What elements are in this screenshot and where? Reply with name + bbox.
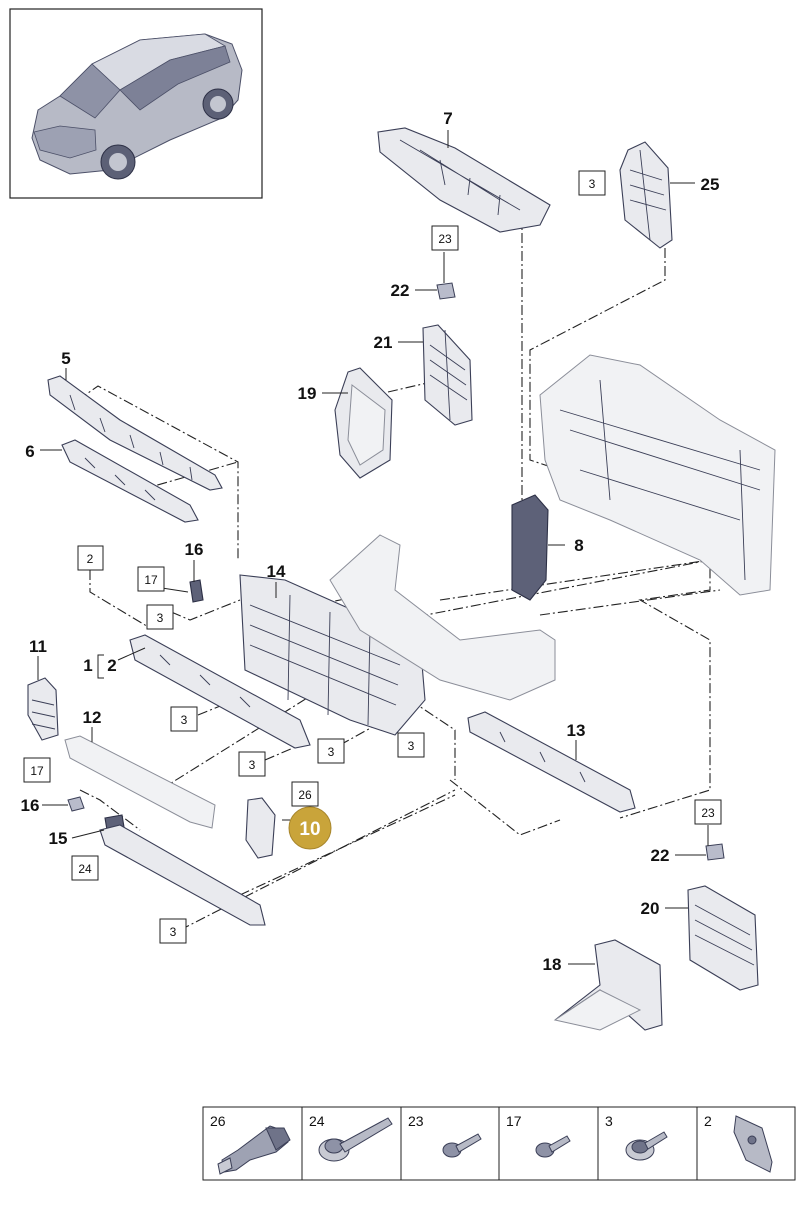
callout-6: 6 (25, 442, 34, 461)
callout-18: 18 (543, 955, 562, 974)
callout-21: 21 (374, 333, 393, 352)
sensor-part (436, 282, 456, 300)
callout-22-top: 22 (391, 281, 410, 300)
boxed-callout-24: 24 (71, 855, 99, 881)
svg-text:3: 3 (157, 611, 164, 625)
svg-text:23: 23 (701, 806, 715, 820)
callout-20: 20 (641, 899, 660, 918)
assembly-lines (77, 215, 721, 931)
air-duct-part (422, 324, 473, 426)
fastener-legend: 26 24 23 17 3 2 (202, 1106, 796, 1181)
svg-text:23: 23 (438, 232, 452, 246)
callout-14: 14 (267, 562, 286, 581)
legend-label-24: 24 (309, 1113, 325, 1129)
callout-1: 1 (83, 656, 92, 675)
leader-lines (37, 130, 709, 965)
callout-8: 8 (574, 536, 583, 555)
callout-10: 10 (299, 819, 320, 840)
legend-label-23: 23 (408, 1113, 424, 1129)
legend-label-17: 17 (506, 1113, 522, 1129)
underbody-panel-part (467, 711, 636, 813)
svg-text:17: 17 (30, 764, 44, 778)
screw-icon (535, 1135, 571, 1158)
side-grille-part (27, 677, 59, 741)
highlight-circle (288, 806, 332, 850)
callout-13: 13 (567, 721, 586, 740)
legend-label-3: 3 (605, 1113, 613, 1129)
callout-5: 5 (61, 349, 70, 368)
callout-22-bottom: 22 (651, 846, 670, 865)
svg-text:24: 24 (78, 862, 92, 876)
lower-shroud-part (553, 939, 663, 1031)
boxed-callout-17-upper: 17 (137, 566, 165, 592)
vehicle-icon (31, 33, 243, 180)
callout-12: 12 (83, 708, 102, 727)
lower-bracket-part (67, 796, 266, 926)
svg-text:17: 17 (144, 573, 158, 587)
small-grille-part (245, 797, 276, 859)
boxed-callout-23-bottom: 23 (694, 799, 722, 825)
lower-sensor-part (705, 843, 725, 861)
boxed-callout-23-top: 23 (431, 225, 459, 251)
highlighted-callout-10[interactable]: 10 (288, 806, 332, 850)
svg-text:3: 3 (170, 925, 177, 939)
svg-text:3: 3 (249, 758, 256, 772)
callout-2: 2 (107, 656, 116, 675)
vehicle-inset (9, 8, 263, 199)
trim-strip-part (47, 375, 223, 491)
boxed-callout-2: 2 (77, 545, 104, 571)
lower-duct-part (687, 885, 759, 991)
legend-label-2: 2 (704, 1113, 712, 1129)
right-bracket-part (619, 141, 673, 249)
svg-text:3: 3 (328, 745, 335, 759)
callout-7: 7 (443, 109, 452, 128)
svg-text:3: 3 (408, 739, 415, 753)
bumper-beam-part (329, 534, 556, 701)
bracket-rail-part (61, 439, 199, 523)
trim-panel-part (64, 735, 216, 829)
svg-text:26: 26 (298, 788, 312, 802)
lower-rail-part (129, 634, 311, 749)
washer-bolt-icon (625, 1131, 668, 1161)
dark-bracket-part (511, 494, 549, 601)
svg-text:3: 3 (589, 177, 596, 191)
callout-16-bottom: 16 (21, 796, 40, 815)
boxed-callout-26: 26 (291, 781, 319, 807)
boxed-callout-3-e: 3 (238, 751, 266, 777)
svg-text:3: 3 (181, 713, 188, 727)
boxed-callout-3-a: 3 (146, 604, 174, 630)
upper-cover-part (377, 127, 551, 233)
boxed-callout-3-c: 3 (317, 738, 345, 764)
duct-shroud-part (334, 367, 393, 479)
callout-16-top: 16 (185, 540, 204, 559)
radiator-support-frame (539, 354, 776, 596)
callout-25: 25 (701, 175, 720, 194)
boxed-callout-3-top: 3 (578, 170, 606, 196)
upper-sensor-part (189, 579, 204, 603)
callout-15: 15 (49, 829, 68, 848)
boxed-callout-17-lower: 17 (23, 757, 51, 783)
flange-bolt-icon (318, 1117, 393, 1162)
legend-label-26: 26 (210, 1113, 226, 1129)
screw-icon (442, 1133, 482, 1158)
shutter-grille-part (239, 574, 426, 736)
boxed-callout-3-d: 3 (397, 732, 425, 758)
boxed-callout-3-b: 3 (170, 706, 198, 732)
callout-19: 19 (298, 384, 317, 403)
callout-11: 11 (29, 637, 47, 656)
boxed-callout-3-f: 3 (159, 918, 187, 944)
connector-icon (217, 1125, 291, 1175)
clip-nut-icon (733, 1115, 773, 1173)
svg-text:2: 2 (87, 552, 94, 566)
